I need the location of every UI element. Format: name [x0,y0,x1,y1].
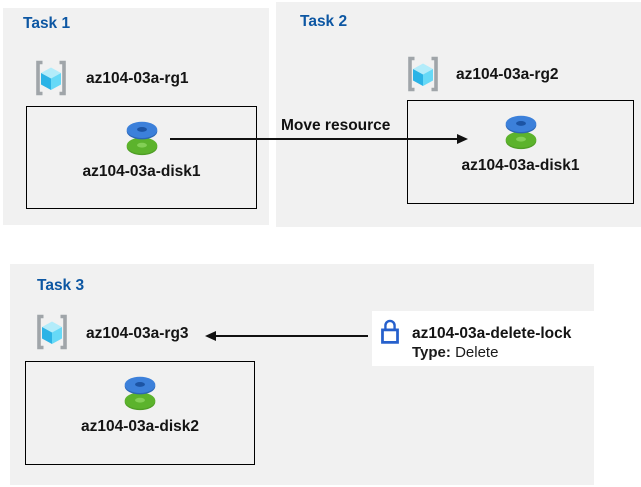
disk-icon [503,112,539,152]
task3-panel [10,264,594,485]
resource-group-icon [405,55,441,93]
lock-type-label: Type: Delete [412,344,498,361]
lock-name-label: az104-03a-delete-lock [412,325,572,342]
move-resource-label: Move resource [281,117,391,134]
task1-panel [3,8,269,225]
task2-disk-label: az104-03a-disk1 [461,157,580,174]
disk-icon [124,118,160,158]
resource-group-icon [34,313,70,351]
lock-type-key: Type: [412,344,451,361]
disk-icon [122,373,158,413]
lock-icon [376,312,404,349]
task2-disk-box: az104-03a-disk1 [407,100,634,204]
task3-title: Task 3 [37,277,85,294]
resource-group-icon [33,59,69,97]
task2-panel [276,2,641,227]
arrow-head-right-icon [457,133,468,144]
arrow-head-left-icon [205,330,216,341]
lock-type-value: Delete [455,344,499,361]
task3-disk-label: az104-03a-disk2 [80,418,200,435]
lock-arrow [216,335,368,337]
task3-rg-label: az104-03a-rg3 [86,325,189,342]
task1-rg-label: az104-03a-rg1 [86,70,189,87]
move-resource-arrow [170,138,458,140]
task3-disk-box: az104-03a-disk2 [25,361,255,465]
task1-disk-box: az104-03a-disk1 [26,106,257,209]
task2-title: Task 2 [300,13,348,30]
task2-rg-label: az104-03a-rg2 [456,66,559,83]
task1-disk-label: az104-03a-disk1 [82,163,201,180]
task1-title: Task 1 [23,15,71,32]
lock-callout-background [372,311,641,366]
